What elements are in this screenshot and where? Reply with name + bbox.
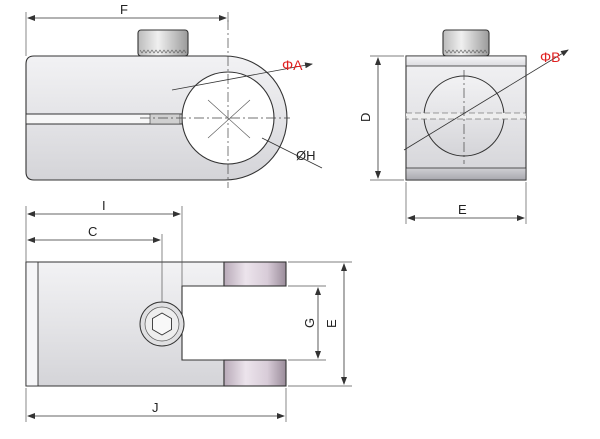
dimension-label-B: ΦB	[540, 49, 561, 65]
pad-top	[223, 261, 287, 287]
dimension-label-J: J	[152, 400, 159, 415]
knurled-screw-head-front	[442, 29, 490, 57]
dimension-label-G: G	[302, 318, 317, 328]
knurled-screw-head	[137, 29, 189, 57]
dimension-label-D: D	[358, 113, 373, 122]
top-left-view: ΦA ØH F	[25, 2, 323, 188]
dimension-label-C: C	[88, 224, 97, 239]
dimension-label-A: ΦA	[282, 57, 303, 73]
dimension-label-H: ØH	[296, 148, 316, 163]
dimension-label-E-bottom: E	[324, 319, 339, 328]
pad-bottom	[223, 359, 287, 387]
top-right-view: ΦB D E	[358, 29, 569, 224]
dimension-label-E-right: E	[458, 202, 467, 217]
clamp-body-top-view	[25, 261, 225, 387]
bottom-view: I C G E J	[25, 198, 352, 422]
dimension-label-F: F	[120, 2, 128, 17]
hex-socket-screw	[139, 301, 185, 347]
dimension-label-I: I	[102, 198, 106, 213]
